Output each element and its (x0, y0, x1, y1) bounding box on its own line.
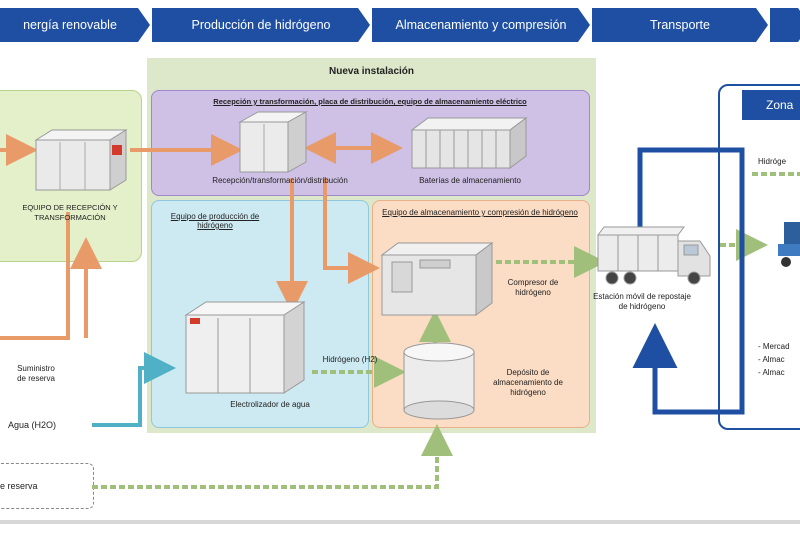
storage-panel-title: Equipo de almacenamiento y compresión de… (382, 208, 578, 217)
right-item-1: - Mercad (758, 342, 790, 351)
stage-renewable-energy: nergía renovable (0, 8, 150, 42)
right-zone-title: Zona (766, 98, 794, 112)
right-item-3: - Almac (758, 368, 785, 377)
production-panel-title: Equipo de producción de hidrógeno (170, 212, 260, 230)
backup-reserve-label: e reserva (0, 481, 38, 491)
hydrogen-flow-label: Hidrógeno (H2) (322, 355, 378, 364)
stage-hydrogen-production: Producción de hidrógeno (152, 8, 370, 42)
stage-next (770, 8, 800, 42)
right-item-2: - Almac (758, 355, 785, 364)
bottom-rule (0, 520, 800, 524)
distribution-cabinet-illustration (238, 111, 308, 173)
compressor-illustration (380, 242, 494, 316)
reception-equipment-label: EQUIPO DE RECEPCIÓN Y TRANSFORMACIÓN (22, 203, 118, 222)
distribution-label: Recepción/transformación/distribución (212, 176, 348, 185)
stage-label: Transporte (650, 18, 710, 32)
right-zone-header (742, 90, 800, 120)
stage-label: Almacenamiento y compresión (395, 18, 567, 32)
battery-rack-illustration (410, 117, 528, 169)
truck-illustration (597, 226, 711, 285)
tank-label: Depósito de almacenamiento de hidrógeno (493, 368, 563, 397)
water-label: Agua (H2O) (7, 420, 57, 430)
stage-label: Producción de hidrógeno (191, 18, 331, 32)
water-flow-line (92, 352, 176, 427)
right-hydrogen-label: Hidróge (758, 157, 787, 166)
electrolyzer-illustration (184, 301, 306, 394)
stage-transport: Transporte (592, 8, 768, 42)
reception-cabinet-illustration (34, 129, 128, 191)
stage-storage-compression: Almacenamiento y compresión (372, 8, 590, 42)
storage-tank-illustration (403, 342, 475, 420)
stage-label: nergía renovable (23, 18, 117, 32)
new-installation-title: Nueva instalación (328, 66, 415, 77)
power-flow-lines (0, 132, 403, 340)
hydrogen-flow-lines (92, 172, 800, 489)
reception-panel-title: Recepción y transformación, placa de dis… (213, 97, 527, 106)
batteries-label: Baterías de almacenamiento (419, 176, 521, 185)
backup-supply-label: Suministro de reserva (17, 364, 55, 383)
delivery-loop (632, 147, 745, 415)
backup-reserve-box (0, 463, 94, 509)
forklift-illustration (778, 222, 800, 267)
compressor-label: Compresor de hidrógeno (507, 278, 559, 297)
mobile-station-label: Estación móvil de repostaje de hidrógeno (593, 292, 691, 311)
electrolyzer-label: Electrolizador de agua (230, 400, 310, 409)
